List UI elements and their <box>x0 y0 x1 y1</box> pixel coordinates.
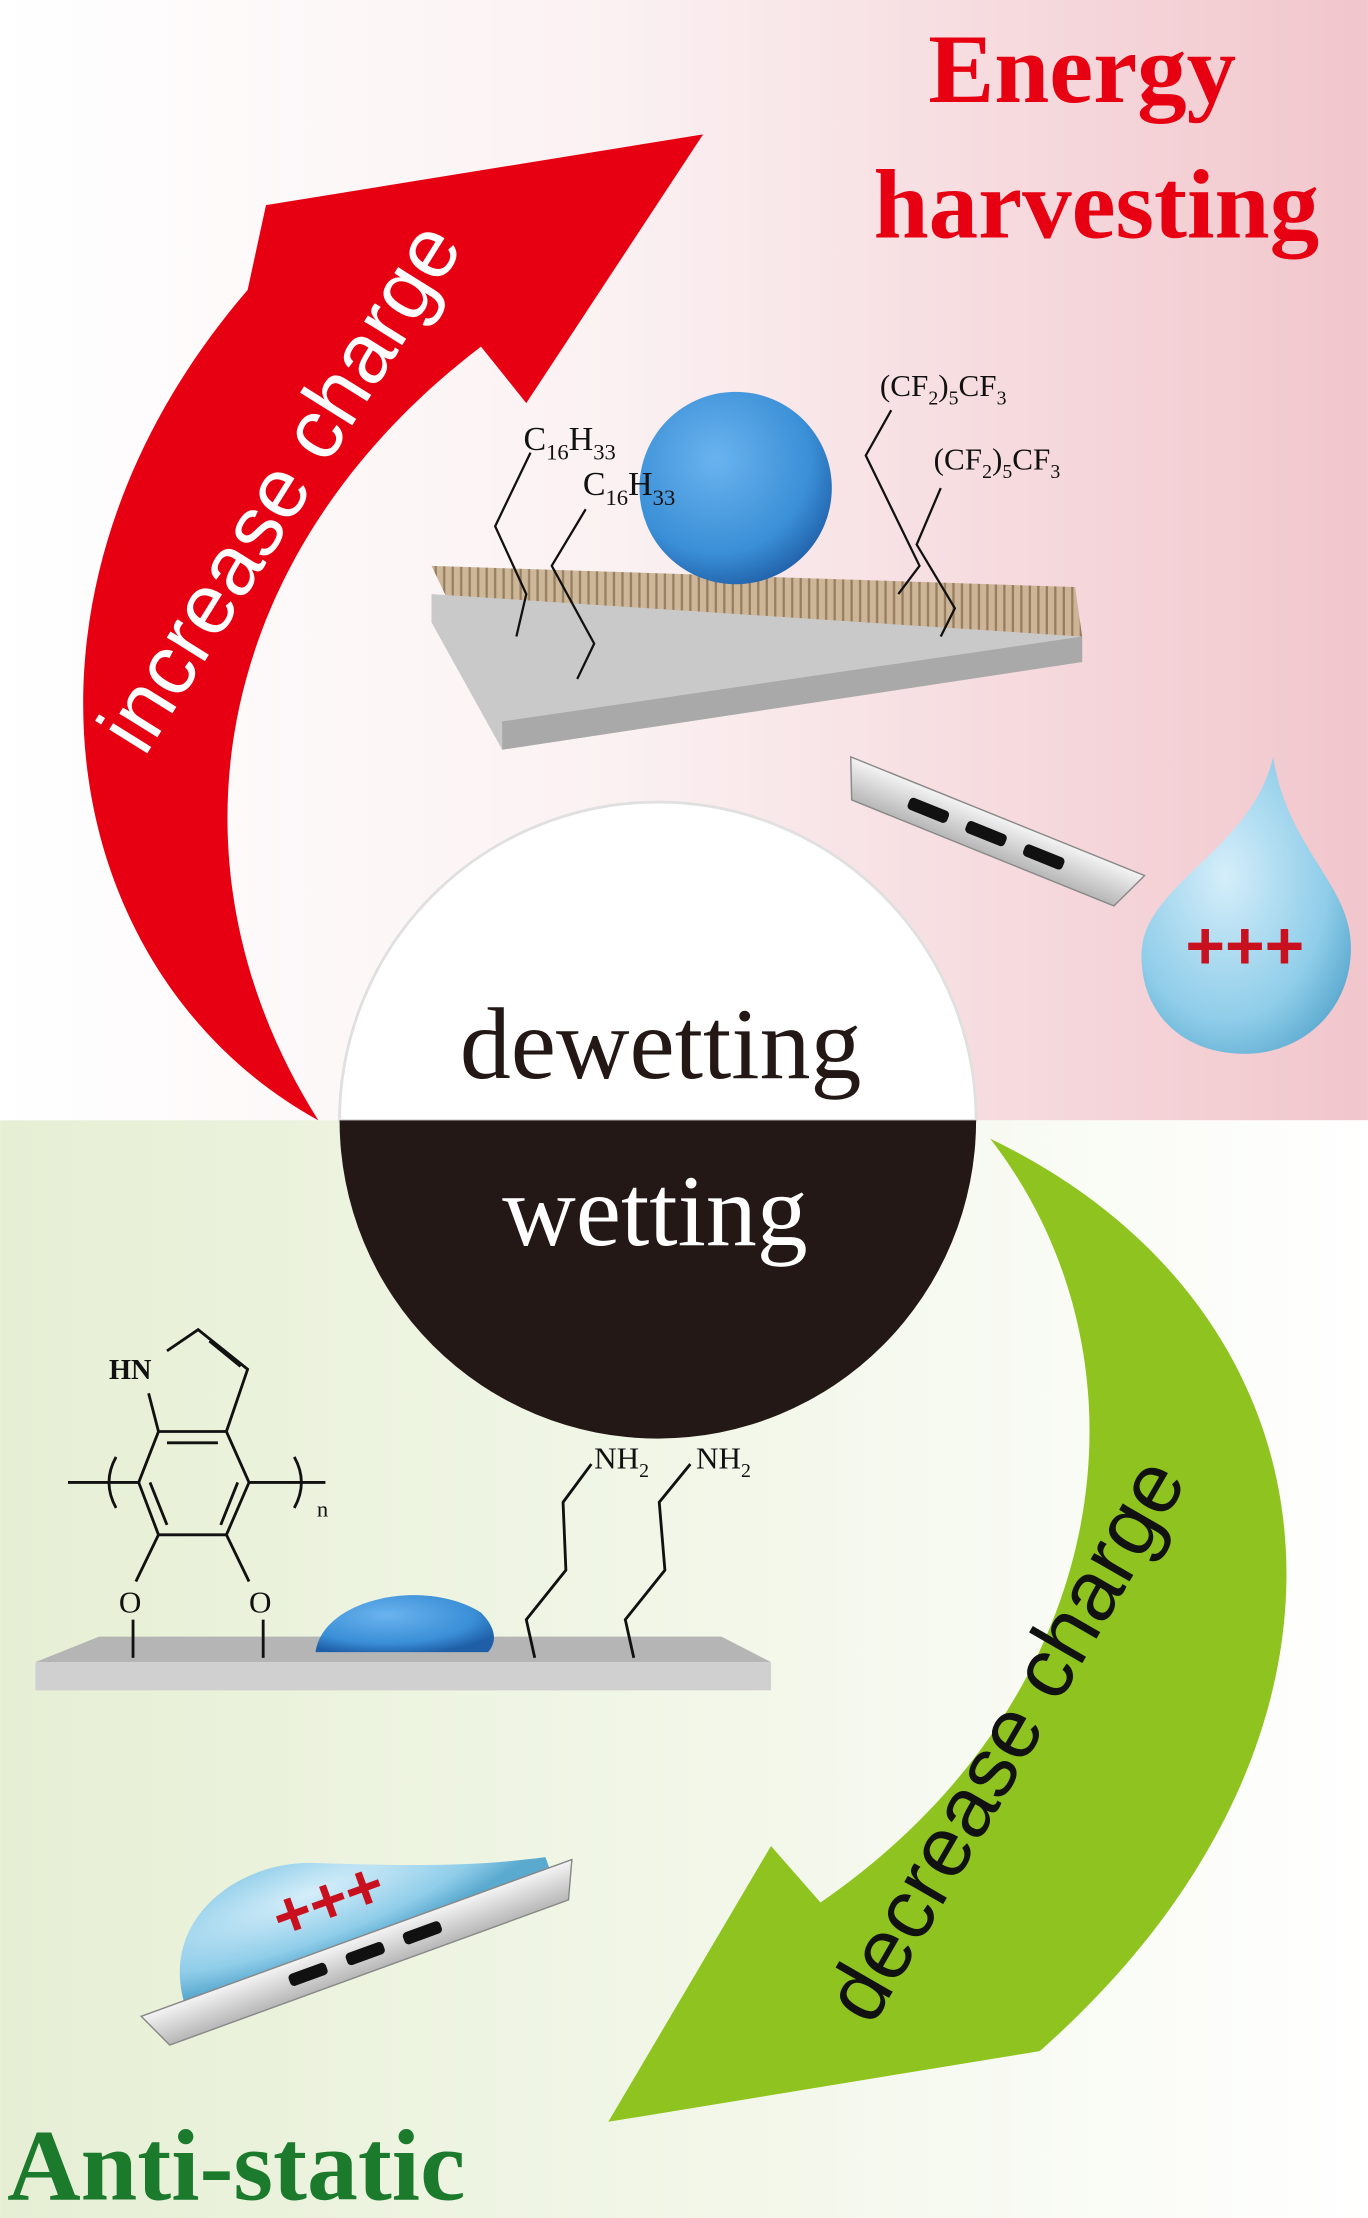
drop-charge-label: +++ <box>1185 909 1304 984</box>
amine-label-b: NH2 <box>696 1440 751 1481</box>
oxygen-label-2: O <box>249 1585 271 1620</box>
chain-label-c16h33-a: C16H33 <box>523 421 615 465</box>
minus-sign <box>907 797 950 823</box>
water-droplet-sphere <box>639 391 832 585</box>
minus-sign <box>965 821 1007 847</box>
spread-drop <box>179 1857 550 2001</box>
wettability-circle <box>338 800 978 1439</box>
dewetting-label: dewetting <box>460 988 862 1101</box>
title-energy: Energy <box>928 15 1236 124</box>
antistatic-film: +++ <box>139 1847 573 2046</box>
repeat-n-label: n <box>317 1496 328 1521</box>
chain-label-cf-a: (CF2)5CF3 <box>880 368 1007 409</box>
oxygen-label-1: O <box>119 1585 141 1620</box>
minus-sign <box>288 1962 328 1986</box>
negative-film-top <box>850 755 1146 907</box>
amine-label-a: NH2 <box>594 1440 649 1481</box>
chain-label-cf-b: (CF2)5CF3 <box>934 442 1061 483</box>
positive-water-drop <box>1141 756 1351 1054</box>
minus-sign <box>1022 844 1065 870</box>
title-harvesting: harvesting <box>874 151 1320 260</box>
chain-label-c16h33-b: C16H33 <box>583 466 675 510</box>
wetting-droplet <box>315 1595 494 1653</box>
minus-sign <box>402 1921 442 1945</box>
hn-label: HN <box>109 1355 152 1386</box>
alkyl-chains <box>493 409 957 680</box>
increase-charge-arrow <box>83 134 704 1121</box>
decrease-charge-arrow <box>608 1138 1287 2122</box>
nanowire-substrate <box>431 565 1083 750</box>
title-anti-static: Anti-static <box>7 2110 465 2218</box>
minus-sign <box>345 1942 385 1966</box>
wetting-label: wetting <box>502 1155 807 1268</box>
polydopamine-structure <box>67 1327 692 1659</box>
